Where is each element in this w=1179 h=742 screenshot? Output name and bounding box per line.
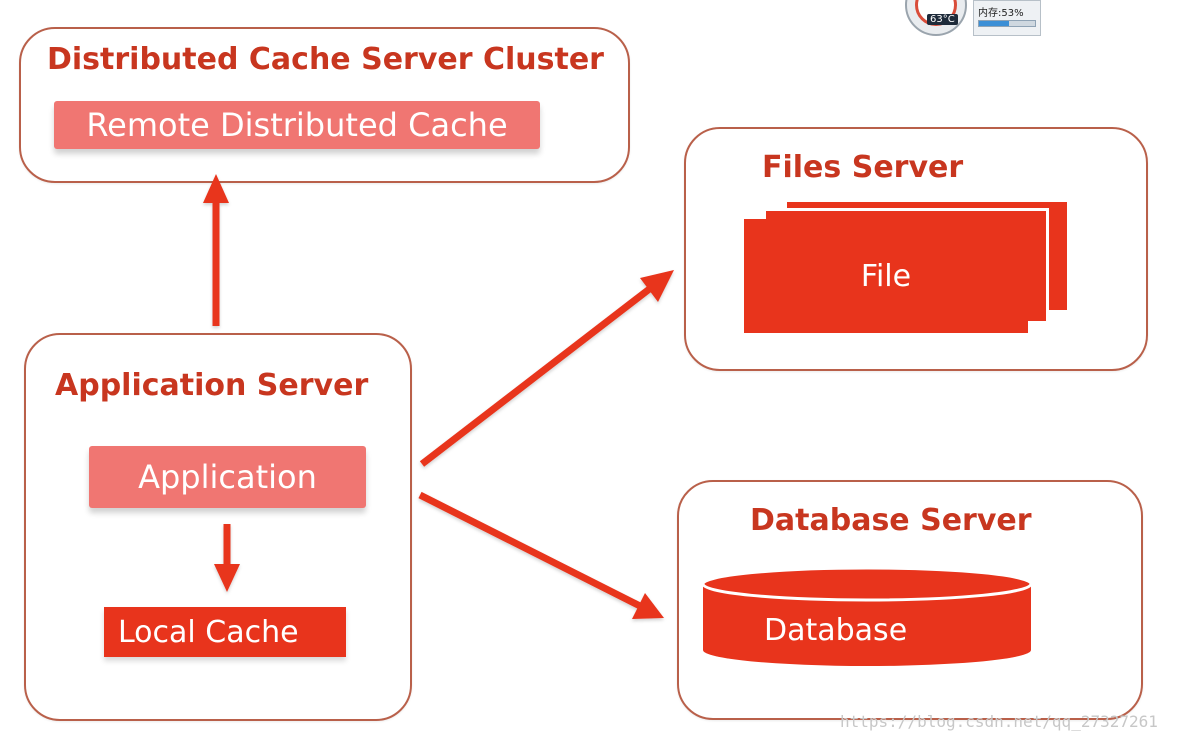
local-cache-node: Local Cache [104,607,346,657]
remote-cache-node: Remote Distributed Cache [54,101,540,149]
app-server-title: Application Server [55,368,369,403]
temperature-readout: 63°C [927,14,958,25]
database-label: Database [764,613,908,648]
memory-panel: 内存:53% [973,0,1041,36]
application-node: Application [89,446,366,508]
system-monitor-gadget[interactable]: 63°C 内存:53% [905,0,1041,36]
arrow-app-to-files-server [419,270,674,467]
local-cache-label: Local Cache [118,614,299,650]
cache-cluster-title: Distributed Cache Server Cluster [47,42,604,77]
watermark: https://blog.csdn.net/qq_27327261 [840,712,1158,731]
memory-bar-fill [979,21,1009,26]
file-node: File [744,219,1028,333]
database-server-title: Database Server [750,503,1032,538]
arrow-app-to-remote-cache [203,174,229,326]
arrow-app-to-database-server [418,491,664,619]
database-cylinder-icon [701,566,1033,666]
memory-text: 内存:53% [978,8,1024,19]
temperature-gauge-icon: 63°C [905,0,967,36]
memory-bar [978,20,1036,27]
files-server-title: Files Server [762,150,964,185]
file-label: File [860,258,912,294]
arrow-app-to-local-cache [214,524,240,592]
